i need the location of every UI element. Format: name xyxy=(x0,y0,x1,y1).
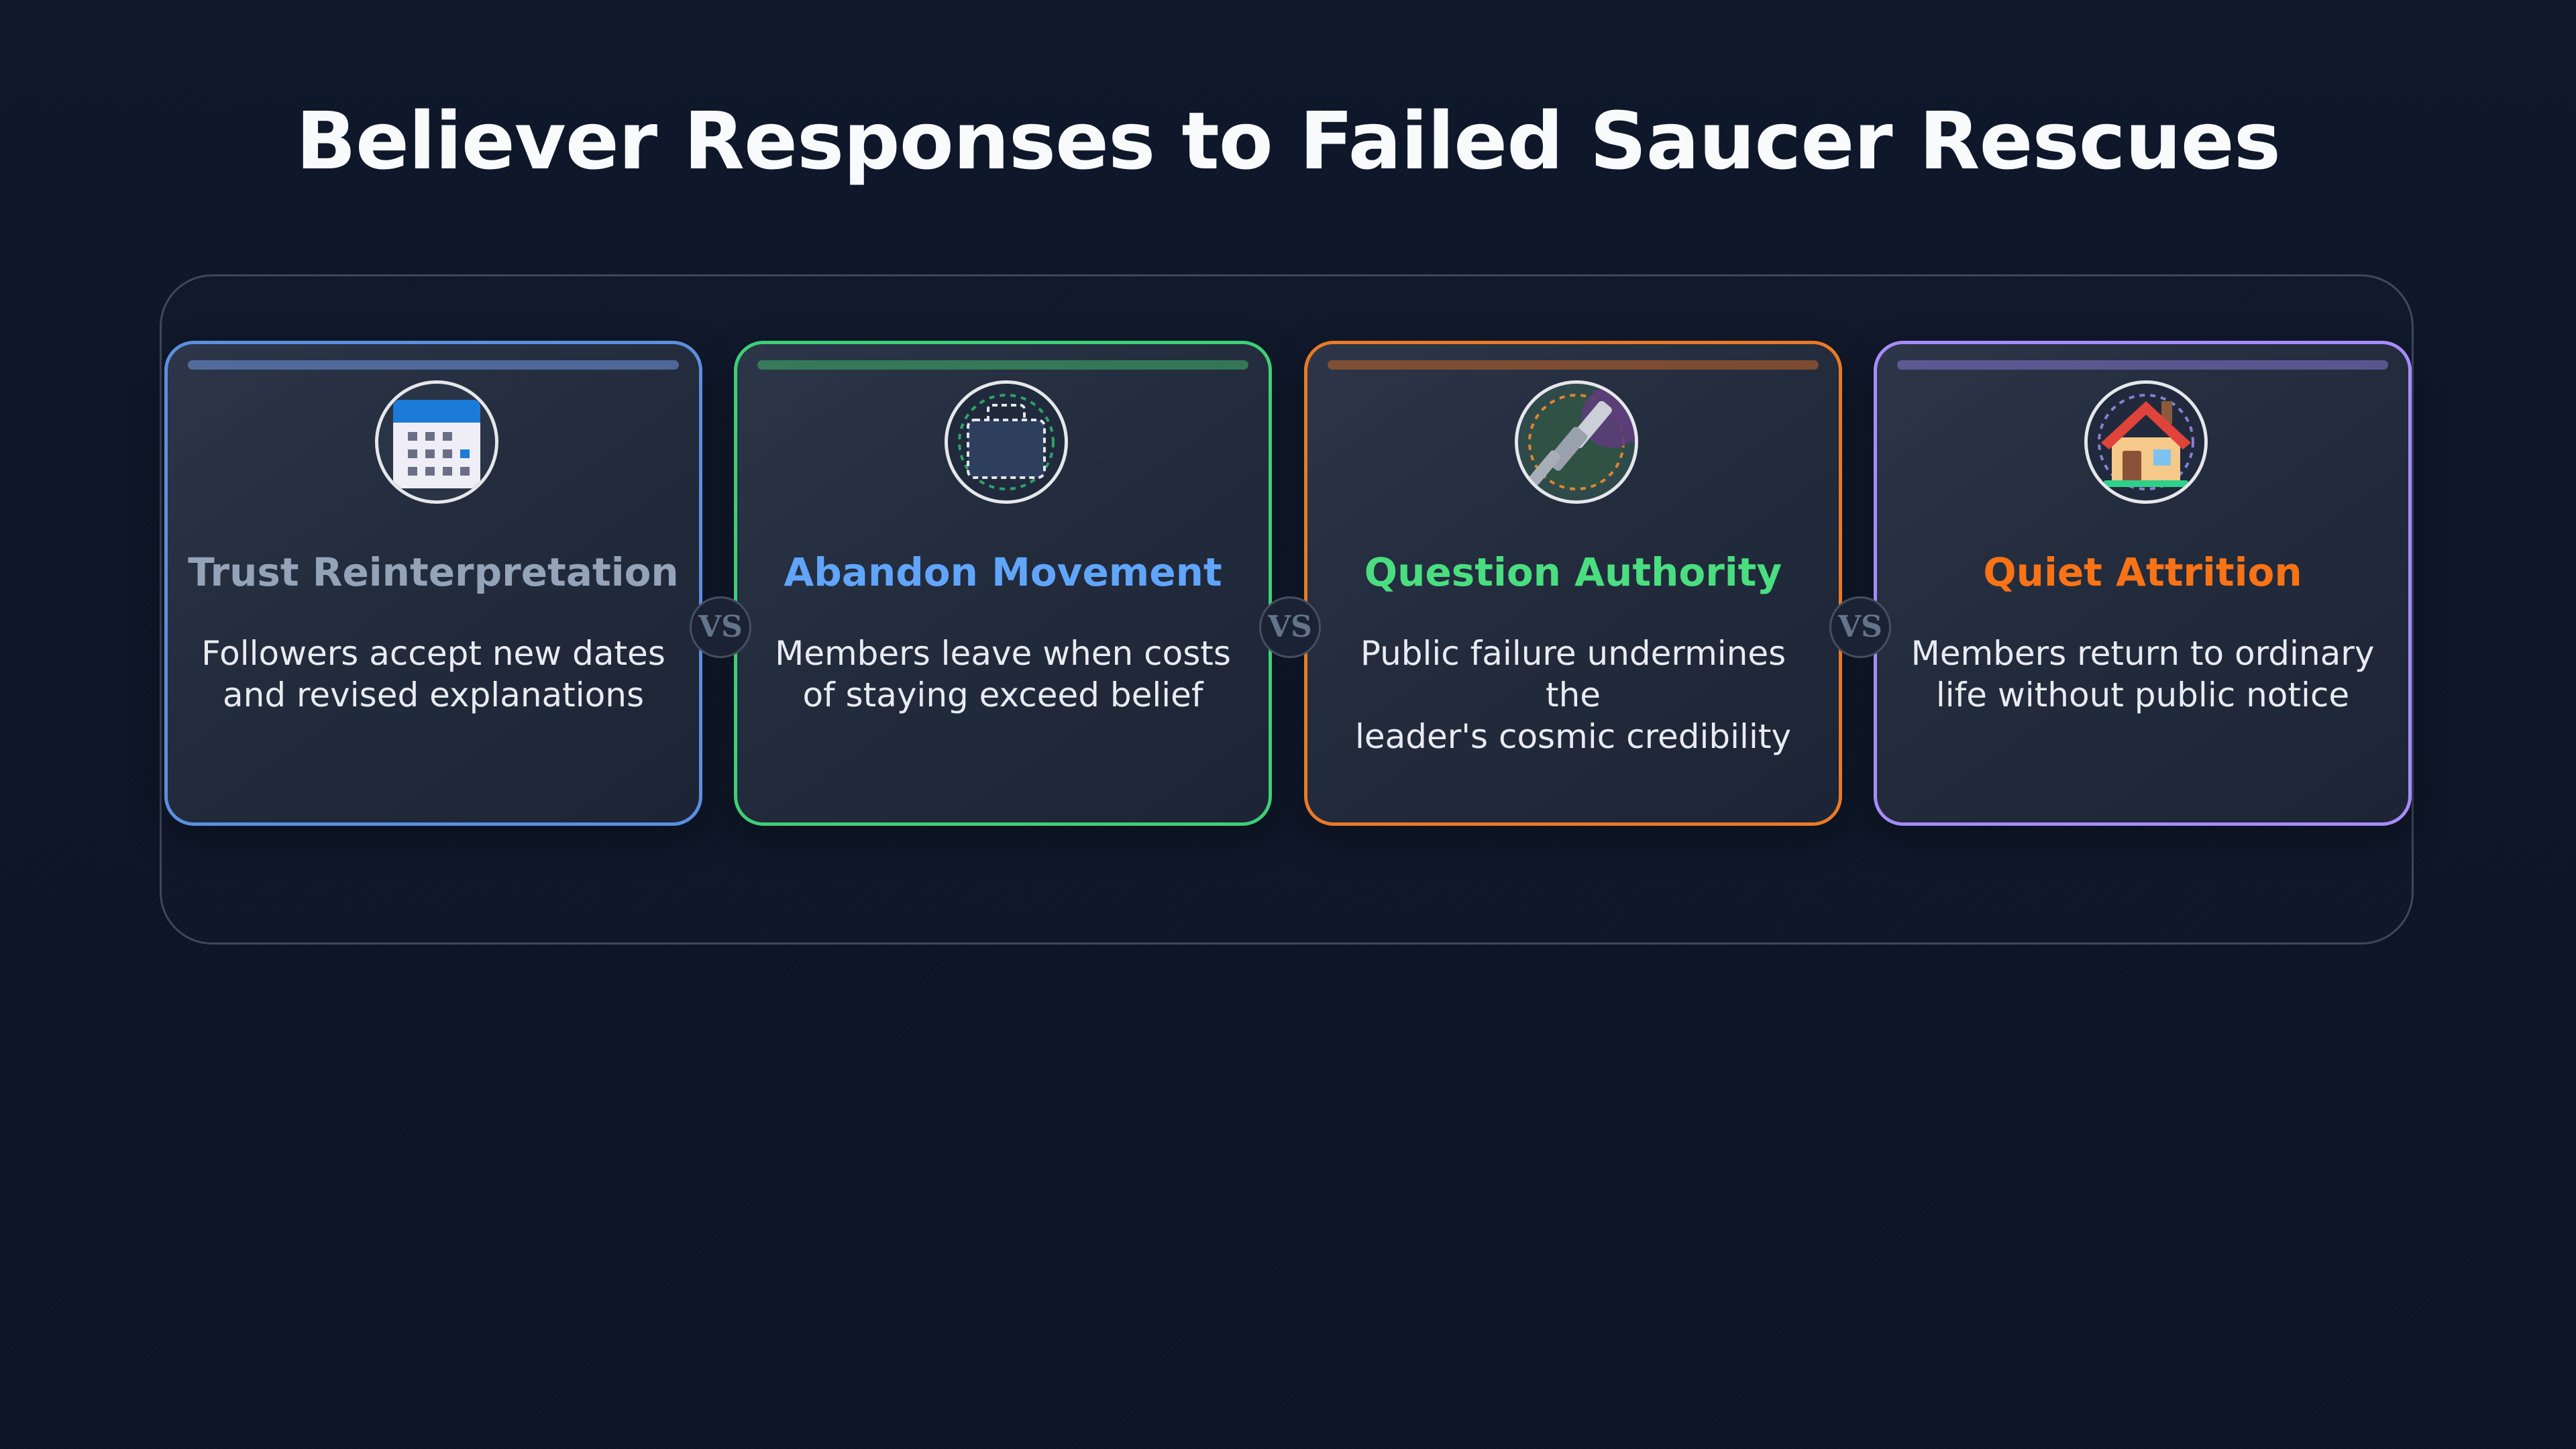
diagram-frame xyxy=(160,274,2414,945)
card-description: Followers accept new dates and revised e… xyxy=(195,633,672,716)
card-description-line: Members return to ordinary xyxy=(1911,634,2375,673)
card-accent-bar xyxy=(188,360,679,370)
response-card-abandon-movement: Abandon Movement Members leave when cost… xyxy=(734,341,1272,826)
card-description-line: life without public notice xyxy=(1935,676,2350,714)
card-heading: Quiet Attrition xyxy=(1983,549,2302,595)
house-icon xyxy=(2084,380,2208,504)
card-accent-bar xyxy=(757,360,1248,370)
card-description-line: of staying exceed belief xyxy=(802,676,1203,714)
telescope-icon xyxy=(1515,380,1638,504)
card-description: Public failure undermines the leader's c… xyxy=(1334,633,1812,757)
card-heading: Abandon Movement xyxy=(784,549,1222,595)
card-description-line: Public failure undermines the xyxy=(1360,634,1786,714)
response-card-quiet-attrition: Quiet Attrition Members return to ordina… xyxy=(1874,341,2412,826)
calendar-icon xyxy=(375,380,498,504)
card-description-line: Members leave when costs xyxy=(775,634,1231,673)
card-accent-bar xyxy=(1897,360,2388,370)
card-description-line: leader's cosmic credibility xyxy=(1354,717,1792,756)
response-card-trust-reinterpretation: Trust Reinterpretation Followers accept … xyxy=(164,341,702,826)
card-accent-bar xyxy=(1328,360,1819,370)
card-description: Members return to ordinary life without … xyxy=(1904,633,2381,716)
card-description-line: and revised explanations xyxy=(222,676,644,714)
card-heading: Question Authority xyxy=(1364,549,1782,595)
card-description: Members leave when costs of staying exce… xyxy=(764,633,1242,716)
vs-separator: VS xyxy=(1829,596,1891,658)
page-title: Believer Responses to Failed Saucer Resc… xyxy=(296,95,2281,187)
vs-separator: VS xyxy=(1259,596,1321,658)
response-card-question-authority: Question Authority Public failure underm… xyxy=(1304,341,1842,826)
card-heading: Trust Reinterpretation xyxy=(188,549,679,595)
briefcase-icon xyxy=(945,380,1068,504)
card-description-line: Followers accept new dates xyxy=(201,634,665,673)
vs-separator: VS xyxy=(690,596,751,658)
